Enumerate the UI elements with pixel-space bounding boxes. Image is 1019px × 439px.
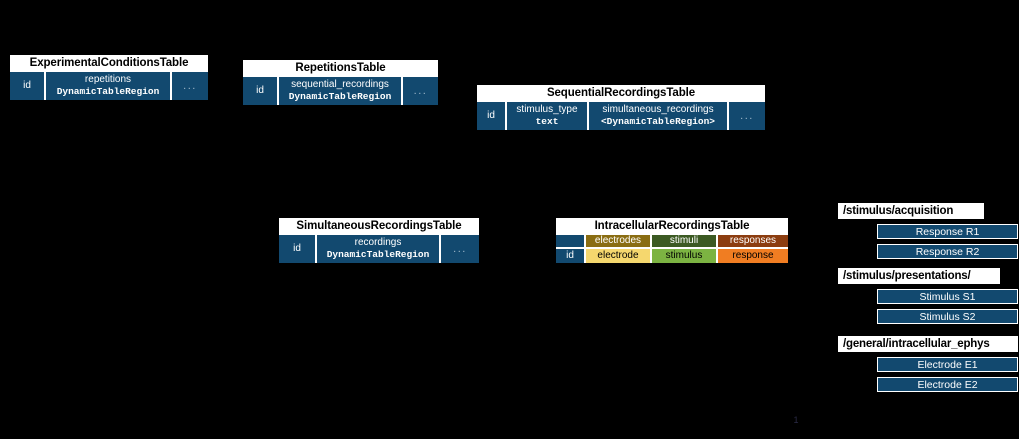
group-item-response-r1[interactable]: Response R1 <box>877 224 1018 239</box>
table-title: SimultaneousRecordingsTable <box>279 218 479 235</box>
category-field: id <box>556 249 584 263</box>
table-cell-id: id <box>243 77 279 105</box>
column-name: id <box>256 85 264 96</box>
table-cell-repetitions: repetitions DynamicTableRegion <box>46 72 172 100</box>
category-column-id: id <box>556 235 586 263</box>
column-type: DynamicTableRegion <box>326 249 430 260</box>
category-column-stimuli: stimuli stimulus <box>652 235 718 263</box>
table-cell-simultaneous-recordings: simultaneous_recordings <DynamicTableReg… <box>589 102 729 130</box>
column-name: recordings <box>354 237 402 248</box>
table-cell-recordings: recordings DynamicTableRegion <box>317 235 441 263</box>
column-type: DynamicTableRegion <box>56 86 160 97</box>
table-cell-more: ... <box>729 102 765 130</box>
table-experimental-conditions: ExperimentalConditionsTable id repetitio… <box>10 55 208 100</box>
group-stimulus-acquisition: /stimulus/acquisition Response R1 Respon… <box>838 203 1018 259</box>
column-name: sequential_recordings <box>291 79 389 90</box>
group-header-label: /stimulus/acquisition <box>838 203 984 219</box>
group-general-intracellular-ephys: /general/intracellular_ephys Electrode E… <box>838 336 1018 392</box>
table-cell-id: id <box>10 72 46 100</box>
group-item-electrode-e2[interactable]: Electrode E2 <box>877 377 1018 392</box>
column-name: ... <box>183 80 197 92</box>
column-type: <DynamicTableRegion> <box>600 116 716 127</box>
column-name: ... <box>413 85 428 97</box>
table-cell-more: ... <box>441 235 479 263</box>
table-title: RepetitionsTable <box>243 60 438 77</box>
column-name: stimulus_type <box>516 104 578 115</box>
page-number: 1 <box>793 415 799 425</box>
table-columns-row: id stimulus_type text simultaneous_recor… <box>477 102 765 130</box>
column-name: id <box>293 243 301 254</box>
table-cell-more: ... <box>172 72 208 100</box>
category-label <box>556 235 584 249</box>
category-column-electrodes: electrodes electrode <box>586 235 652 263</box>
category-label: electrodes <box>586 235 650 249</box>
table-title: ExperimentalConditionsTable <box>10 55 208 72</box>
table-columns-row: id recordings DynamicTableRegion ... <box>279 235 479 263</box>
group-header-label: /stimulus/presentations/ <box>838 268 1000 284</box>
table-title: SequentialRecordingsTable <box>477 85 765 102</box>
group-item-stimulus-s2[interactable]: Stimulus S2 <box>877 309 1018 324</box>
table-title: IntracellularRecordingsTable <box>556 218 788 235</box>
column-name: id <box>23 80 31 91</box>
group-item-electrode-e1[interactable]: Electrode E1 <box>877 357 1018 372</box>
category-field: stimulus <box>652 249 716 263</box>
group-stimulus-presentations: /stimulus/presentations/ Stimulus S1 Sti… <box>838 268 1018 324</box>
table-columns-row: id repetitions DynamicTableRegion ... <box>10 72 208 100</box>
column-type: text <box>535 116 559 127</box>
table-category-rows: id electrodes electrode stimuli stimulus… <box>556 235 788 263</box>
column-type: DynamicTableRegion <box>288 91 392 102</box>
table-cell-sequential-recordings: sequential_recordings DynamicTableRegion <box>279 77 403 105</box>
column-name: id <box>487 110 495 121</box>
table-repetitions: RepetitionsTable id sequential_recording… <box>243 60 438 105</box>
category-field: electrode <box>586 249 650 263</box>
group-header-label: /general/intracellular_ephys <box>838 336 1018 352</box>
column-name: ... <box>740 110 754 122</box>
category-label: stimuli <box>652 235 716 249</box>
category-label: responses <box>718 235 788 249</box>
column-name: ... <box>453 243 467 255</box>
group-item-response-r2[interactable]: Response R2 <box>877 244 1018 259</box>
table-cell-stimulus-type: stimulus_type text <box>507 102 589 130</box>
category-column-responses: responses response <box>718 235 788 263</box>
table-intracellular-recordings: IntracellularRecordingsTable id electrod… <box>556 218 788 263</box>
category-field: response <box>718 249 788 263</box>
table-cell-id: id <box>477 102 507 130</box>
table-sequential-recordings: SequentialRecordingsTable id stimulus_ty… <box>477 85 765 130</box>
table-simultaneous-recordings: SimultaneousRecordingsTable id recording… <box>279 218 479 263</box>
column-name: simultaneous_recordings <box>602 104 714 115</box>
table-cell-id: id <box>279 235 317 263</box>
table-columns-row: id sequential_recordings DynamicTableReg… <box>243 77 438 105</box>
table-cell-more: ... <box>403 77 438 105</box>
column-name: repetitions <box>84 74 132 85</box>
group-item-stimulus-s1[interactable]: Stimulus S1 <box>877 289 1018 304</box>
